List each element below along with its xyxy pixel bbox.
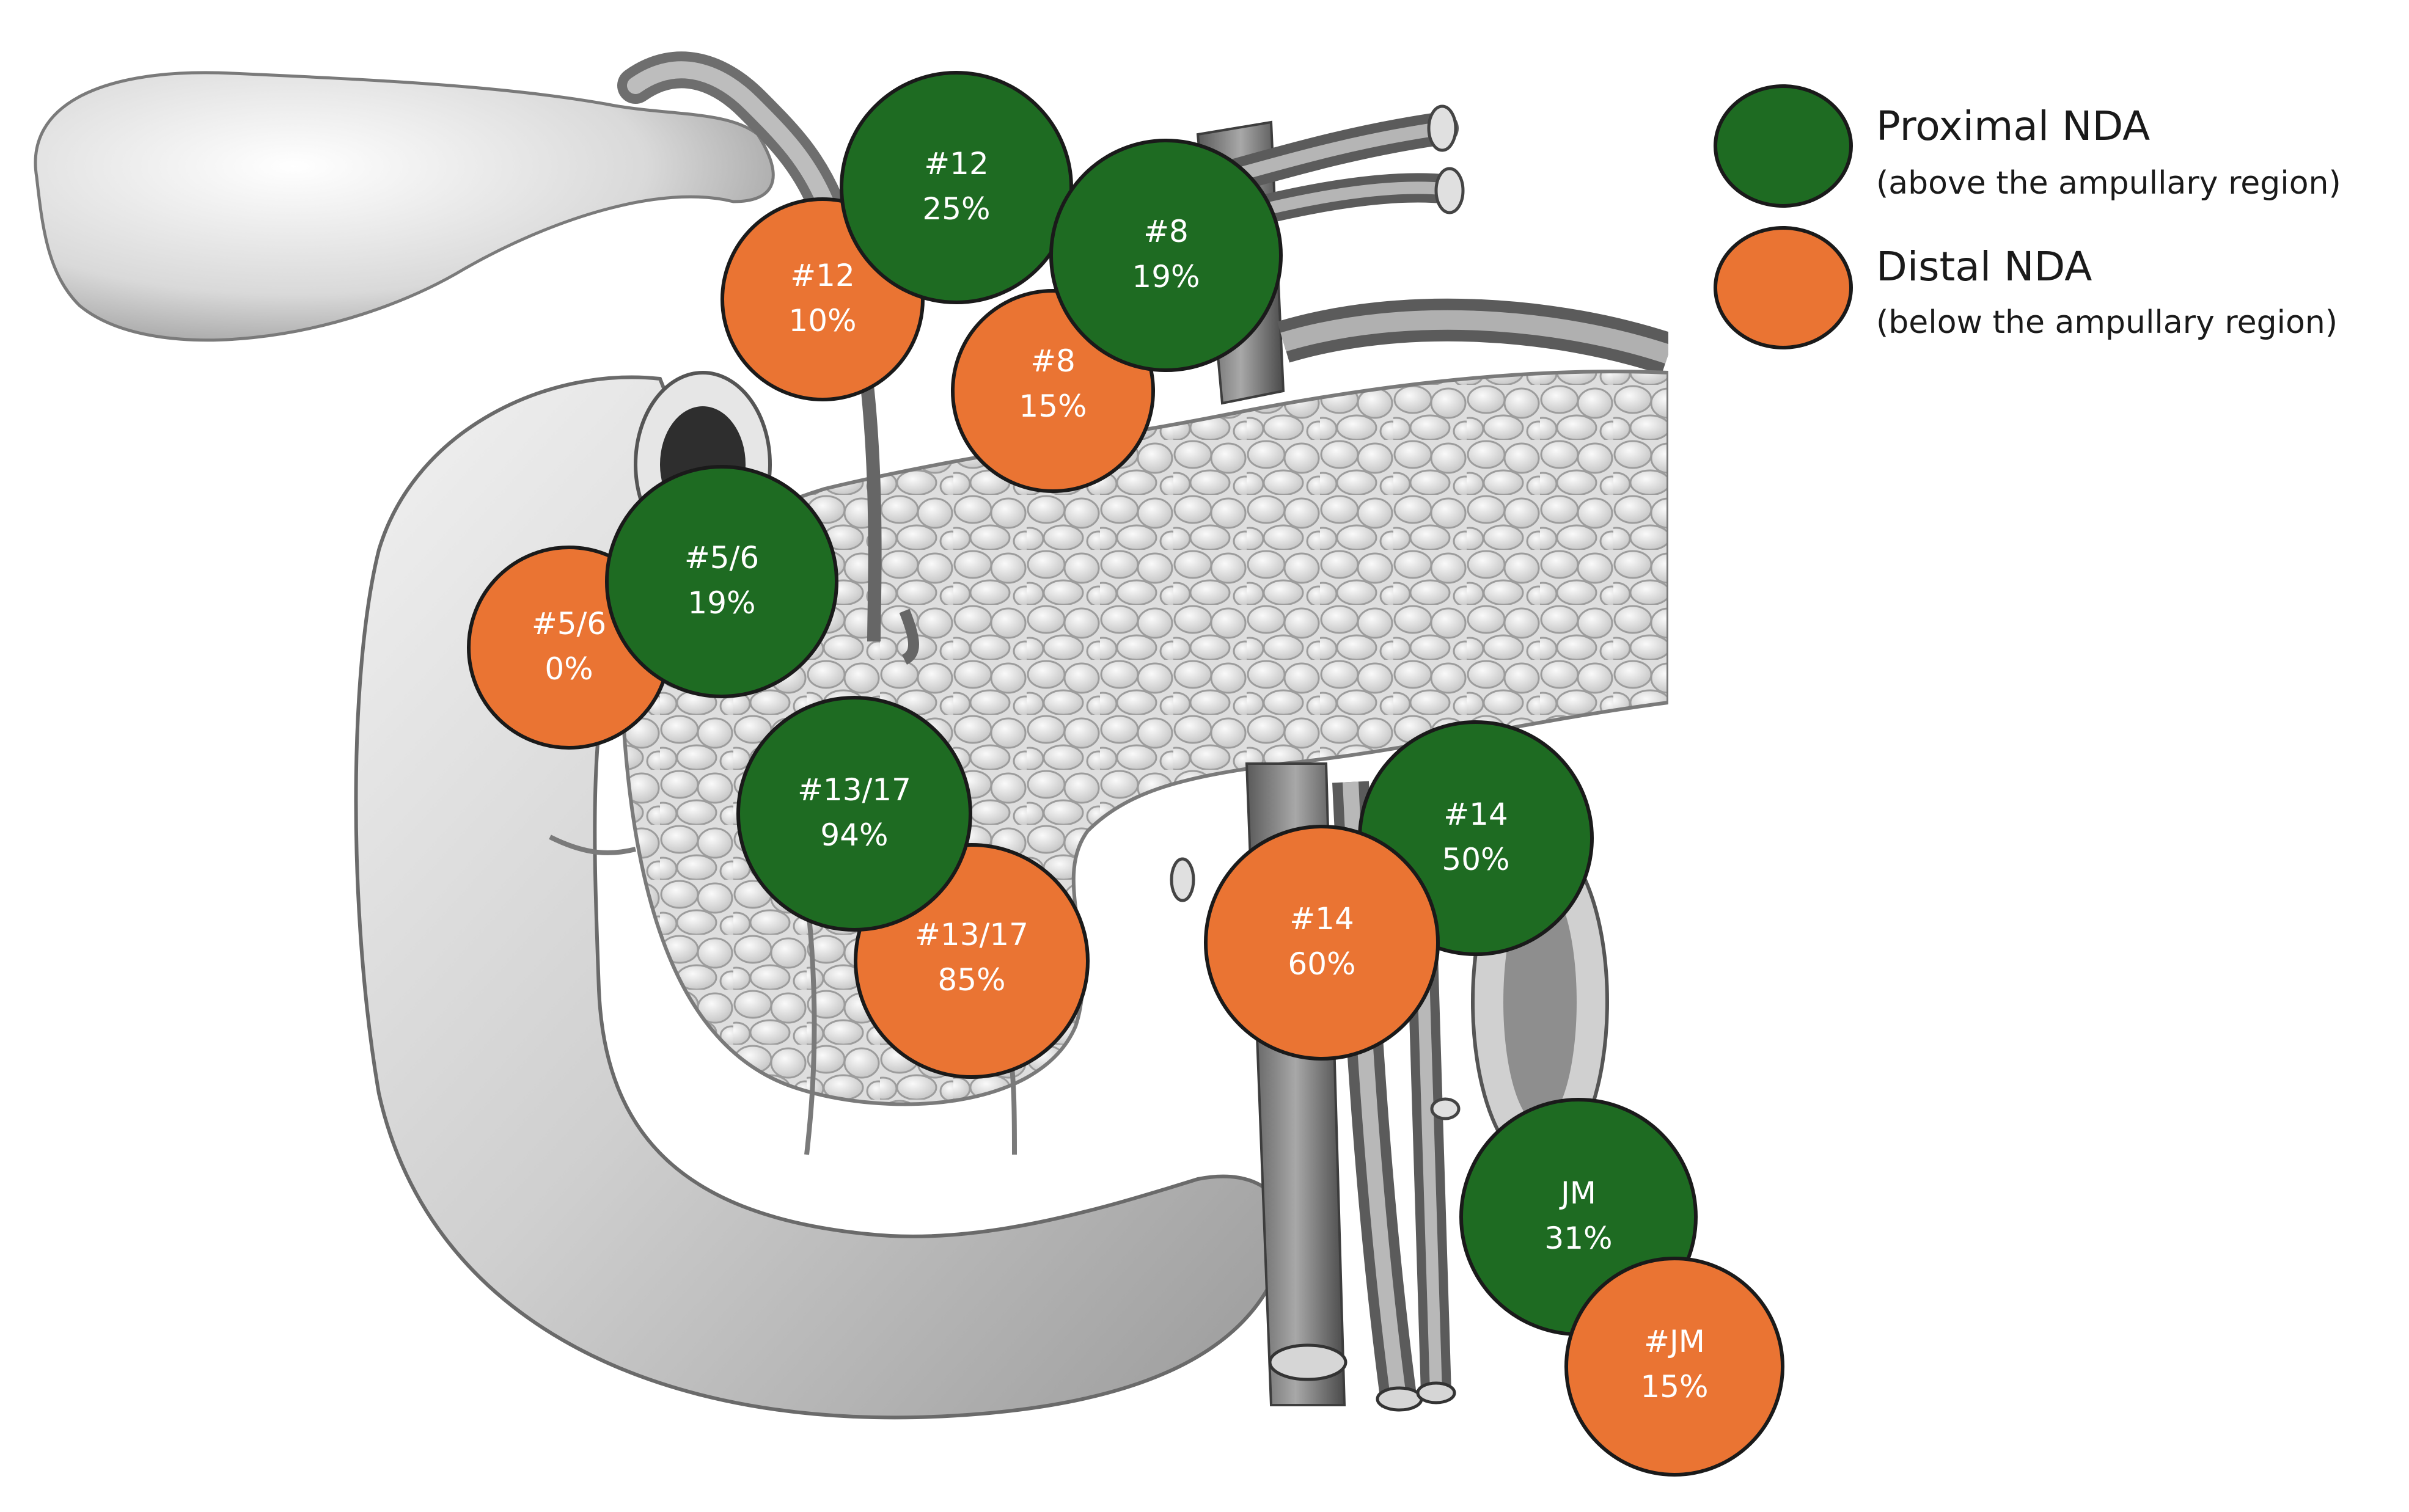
legend-distal-subtitle: (below the ampullary region) (1876, 304, 2338, 341)
bubble-value: 25% (922, 191, 990, 227)
bubble-label: JM (1559, 1175, 1596, 1211)
bubble-label: #5/6 (684, 540, 759, 575)
bubble-value: 10% (788, 303, 856, 338)
bubble-distal-jm: #JM 15% (1564, 1257, 1784, 1477)
legend-swatch-distal (1714, 226, 1853, 349)
bubble-label: #8 (1143, 214, 1189, 249)
bubble-label: #13/17 (798, 772, 911, 808)
bubble-label: #14 (1289, 901, 1354, 937)
station-bubbles: #12 10% #12 25% #8 15% #8 19% #5/6 0% #5… (467, 71, 1784, 1477)
bubble-label: #JM (1644, 1324, 1705, 1359)
bubble-distal-14: #14 60% (1204, 825, 1440, 1061)
bubble-proximal-12: #12 25% (840, 71, 1073, 304)
bubble-proximal-8: #8 19% (1049, 139, 1283, 372)
bubble-value: 19% (1132, 259, 1200, 294)
bubble-label: #14 (1443, 797, 1508, 832)
legend-proximal-subtitle: (above the ampullary region) (1876, 165, 2341, 202)
bubble-value: 19% (688, 585, 755, 621)
bubble-label: #12 (924, 146, 989, 181)
bubble-value: 31% (1544, 1221, 1612, 1256)
legend-proximal-title: Proximal NDA (1876, 103, 2150, 150)
bubble-value: 94% (820, 817, 888, 853)
legend-swatch-proximal (1714, 84, 1853, 208)
gallbladder (34, 71, 775, 342)
bubble-value: 85% (937, 962, 1005, 998)
bubble-proximal-13-17: #13/17 94% (736, 696, 972, 932)
bubble-label: #12 (790, 258, 855, 293)
bubble-value: 0% (544, 651, 593, 687)
legend-distal-title: Distal NDA (1876, 243, 2092, 290)
bubble-label: #8 (1030, 343, 1076, 379)
bubble-label: #13/17 (915, 917, 1028, 952)
bubble-proximal-5-6: #5/6 19% (605, 465, 838, 698)
bubble-label: #5/6 (532, 606, 606, 641)
bubble-value: 15% (1640, 1369, 1708, 1404)
bubble-value: 50% (1442, 842, 1509, 877)
bubble-value: 60% (1288, 946, 1355, 982)
bubble-value: 15% (1019, 389, 1087, 424)
